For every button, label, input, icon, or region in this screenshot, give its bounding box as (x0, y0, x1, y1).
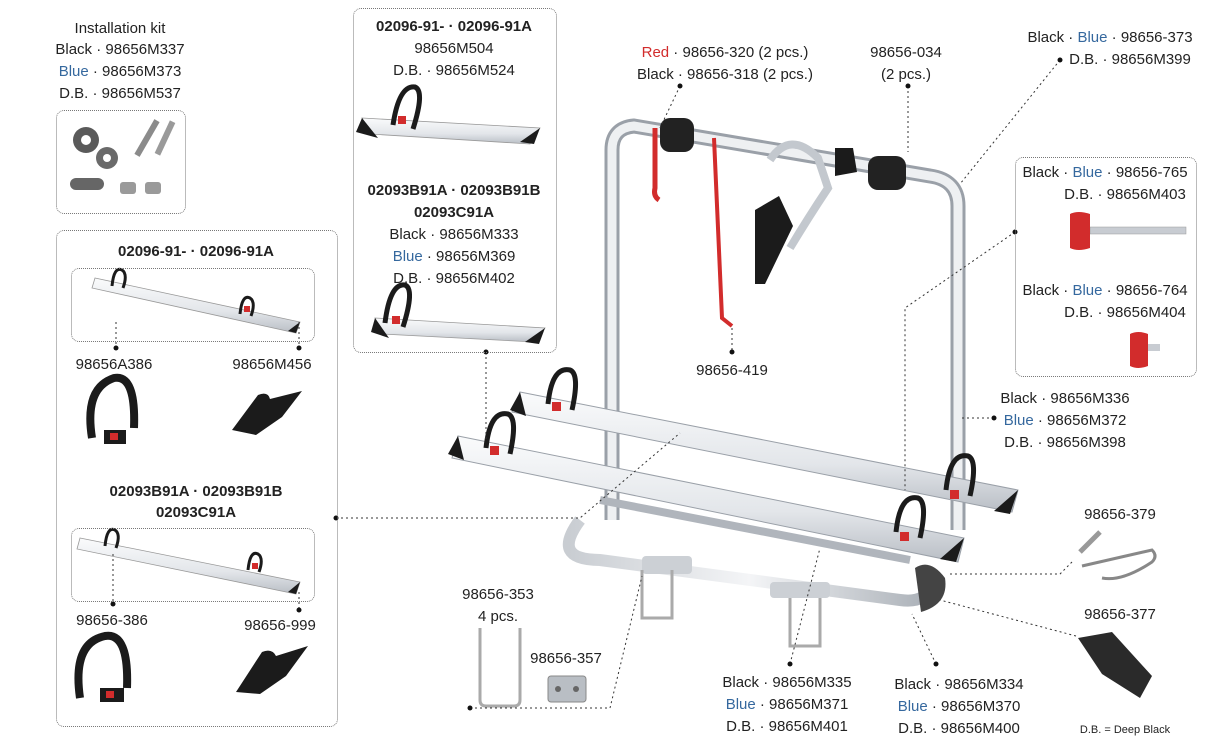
arm-2-blue: Blue · 98656M370 (884, 696, 1034, 717)
top-rail-box (353, 8, 557, 353)
bracket-icon (1078, 632, 1152, 698)
frame-side-blue: Blue · 98656M372 (990, 410, 1140, 431)
u-bolt-icon (478, 628, 522, 708)
blue-word: Blue (1072, 164, 1103, 181)
blue-word: Blue (58, 63, 89, 80)
blue-code: · 98656M373 (88, 63, 182, 80)
plate-code: 98656-357 (530, 650, 602, 667)
left-panel-head-2b: 02093C91A (155, 504, 237, 521)
knob-long-icon (1070, 212, 1187, 250)
blue-code: · 98656M372 (1033, 412, 1127, 429)
blue-code: · 98656M369 (422, 248, 516, 265)
blue-code: · 98656-373 (1107, 29, 1193, 46)
strap-black-label: Black · 98656-318 (2 pcs.) (637, 66, 813, 83)
blue-word: Blue (1003, 412, 1034, 429)
blue-word: Blue (725, 696, 756, 713)
bike-carrier-frame (448, 118, 1019, 648)
top-rail-db: D.B. · 98656M524 (393, 62, 515, 79)
rail-long-icon (371, 282, 546, 344)
pin-icon (1078, 530, 1157, 581)
code: · 98656-765 (1102, 164, 1188, 181)
installation-kit-box (56, 110, 186, 214)
blue-code: · 98656M371 (755, 696, 849, 713)
blue-word: Blue (392, 248, 423, 265)
part-98656-386: 98656-386 (76, 612, 148, 629)
strap-b-icon (74, 631, 132, 702)
installation-kit-title: Installation kit (74, 20, 166, 37)
rail-b-icon (76, 527, 301, 595)
footnote: D.B. = Deep Black (1079, 724, 1171, 736)
knob-short-icon (1130, 332, 1160, 368)
mid-rail-db: D.B. · 98656M402 (393, 270, 515, 287)
arm-2-db: D.B. · 98656M400 (898, 720, 1020, 737)
mid-rail-code-2: 02093C91A (413, 204, 495, 221)
leader-dots (110, 57, 1063, 711)
strap-a-icon (86, 373, 139, 444)
frame-side-black: Black · 98656M336 (1000, 390, 1130, 407)
installation-kit-icon (70, 119, 176, 194)
mid-rail-blue: Blue · 98656M369 (353, 246, 555, 267)
foam-code: 98656-034 (870, 44, 942, 61)
top-rail-code: 02096-91- · 02096-91A (376, 18, 532, 35)
red-code: · 98656-320 (2 pcs.) (669, 44, 809, 61)
top-rail-black: 98656M504 (414, 40, 494, 57)
frame-side-db: D.B. · 98656M398 (1004, 434, 1126, 451)
left-panel-head-2a: 02093B91A · 02093B91B (109, 483, 283, 500)
left-panel-box (56, 230, 338, 727)
black-word: Black · (1027, 29, 1078, 46)
installation-kit-db: D.B. · 98656M537 (59, 85, 181, 102)
wheel-holder-a-icon (232, 391, 302, 435)
foam-qty: (2 pcs.) (880, 66, 931, 83)
plate-icon (547, 675, 587, 703)
part-98656M456: 98656M456 (232, 356, 312, 373)
mid-rail-code-1: 02093B91A · 02093B91B (367, 182, 541, 199)
part-98656-999: 98656-999 (244, 617, 316, 634)
red-word: Red (641, 44, 670, 61)
installation-kit-black: Black · 98656M337 (55, 41, 185, 58)
blue-word: Blue (897, 698, 928, 715)
part-98656A386: 98656A386 (75, 356, 153, 373)
left-panel-head-1: 02096-91- · 02096-91A (118, 243, 274, 260)
knob-2-db: D.B. · 98656M404 (1064, 304, 1186, 321)
arm-2-black: Black · 98656M334 (894, 676, 1024, 693)
pin-code: 98656-379 (1084, 506, 1156, 523)
strap-red-label: Red · 98656-320 (2 pcs.) (630, 42, 820, 63)
arm-1-db: D.B. · 98656M401 (726, 718, 848, 735)
knob-1-db: D.B. · 98656M403 (1064, 186, 1186, 203)
long-strap-code: 98656-419 (696, 362, 768, 379)
frame-top-label-2: D.B. · 98656M399 (1069, 51, 1191, 68)
leader-lines (112, 59, 1077, 709)
black-word: Black · (1022, 282, 1073, 299)
blue-code: · 98656M370 (927, 698, 1021, 715)
arm-1-blue: Blue · 98656M371 (712, 694, 862, 715)
u-bolt-code: 98656-353 (462, 586, 534, 603)
black-word: Black · (1022, 164, 1073, 181)
blue-word: Blue (1077, 29, 1108, 46)
frame-top-label-1: Black · Blue · 98656-373 (1020, 27, 1200, 48)
wheel-holder-b-icon (236, 646, 308, 694)
arm-1-black: Black · 98656M335 (722, 674, 852, 691)
left-rail-b-box (71, 528, 315, 602)
rail-a-icon (91, 267, 301, 334)
code: · 98656-764 (1102, 282, 1188, 299)
left-rail-a-box (71, 268, 315, 342)
knob-2-label: Black · Blue · 98656-764 (1015, 280, 1195, 301)
knob-box (1015, 157, 1197, 377)
rail-short-icon (356, 84, 541, 145)
installation-kit-blue: Blue · 98656M373 (45, 61, 195, 82)
mid-rail-black: Black · 98656M333 (389, 226, 519, 243)
bracket-code: 98656-377 (1084, 606, 1156, 623)
u-bolt-qty: 4 pcs. (477, 608, 519, 625)
blue-word: Blue (1072, 282, 1103, 299)
knob-1-label: Black · Blue · 98656-765 (1015, 162, 1195, 183)
